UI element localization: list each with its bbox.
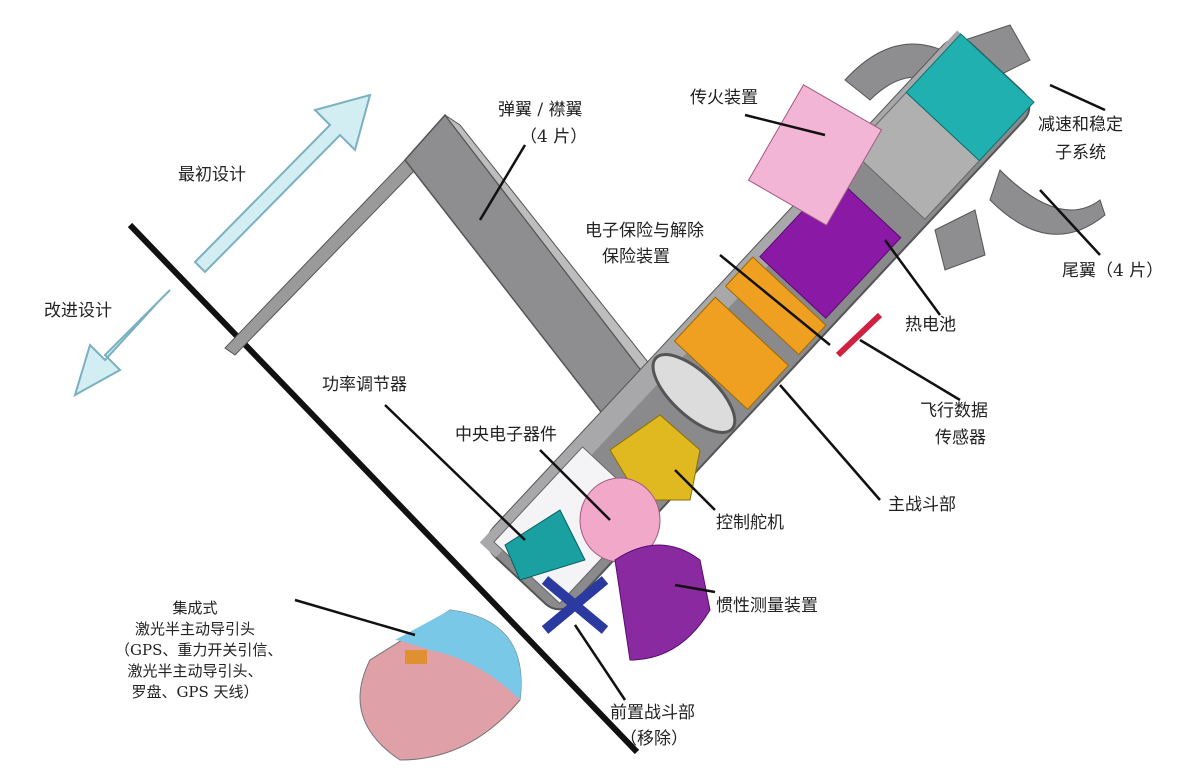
- improved-design-label: 改进设计: [44, 301, 112, 321]
- flight-sensor-label-2: 传感器: [935, 428, 986, 448]
- imu: [614, 544, 711, 661]
- thermal-battery: [759, 175, 902, 319]
- control-actuator-label: 控制舵机: [716, 513, 784, 533]
- fins-count-label: （4 片）: [520, 127, 588, 147]
- central-electronics-label: 中央电子器件: [455, 425, 557, 445]
- seeker-label-line: 罗盘、GPS 天线）: [131, 683, 259, 701]
- seeker-nose: [359, 609, 522, 761]
- seeker-label-line: （GPS、重力开关引信、: [115, 641, 283, 659]
- initial-design-arrow: [193, 93, 372, 274]
- wing: [404, 113, 662, 432]
- front-warhead-removed-label: （移除）: [620, 729, 688, 749]
- flight-sensor-label: 飞行数据: [920, 401, 988, 421]
- power-regulator-label: 功率调节器: [322, 375, 407, 395]
- decel-subsystem: [905, 33, 1035, 162]
- flight-data-sensor: [835, 312, 883, 358]
- improved-design-arrow: [73, 289, 171, 398]
- power-regulator: [504, 509, 586, 581]
- wing-rod: [224, 159, 416, 356]
- fire-transfer-device: [747, 84, 883, 226]
- initial-design-label: 最初设计: [178, 165, 246, 185]
- decel-label-2: 子系统: [1055, 143, 1106, 163]
- safe-arm-label: 电子保险与解除: [585, 221, 704, 241]
- seeker-label-line: 集成式: [172, 599, 218, 617]
- front-warhead-removed-mark: [541, 576, 609, 634]
- fins-label: 弹翼 / 襟翼: [498, 100, 583, 120]
- safe-arm-label-2: 保险装置: [602, 247, 670, 267]
- thermal-battery-label: 热电池: [905, 315, 956, 335]
- imu-label: 惯性测量装置: [716, 596, 818, 616]
- main-warhead: [673, 296, 790, 411]
- front-warhead-label: 前置战斗部: [610, 703, 695, 723]
- leader-lines: [294, 83, 1106, 701]
- fire-transfer-label: 传火装置: [690, 88, 758, 108]
- seeker-label-line: 激光半主动导引头、: [127, 662, 263, 680]
- design-divider-line: [127, 222, 640, 755]
- tail-fins-label: 尾翼（4 片）: [1062, 261, 1164, 281]
- main-warhead-label: 主战斗部: [888, 495, 956, 515]
- seeker-label-line: 激光半主动导引头: [134, 620, 255, 638]
- decel-label: 减速和稳定: [1038, 115, 1123, 135]
- seeker-label: 集成式 激光半主动导引头 （GPS、重力开关引信、 激光半主动导引头、 罗盘、G…: [115, 598, 283, 703]
- tail-fin: [989, 169, 1106, 235]
